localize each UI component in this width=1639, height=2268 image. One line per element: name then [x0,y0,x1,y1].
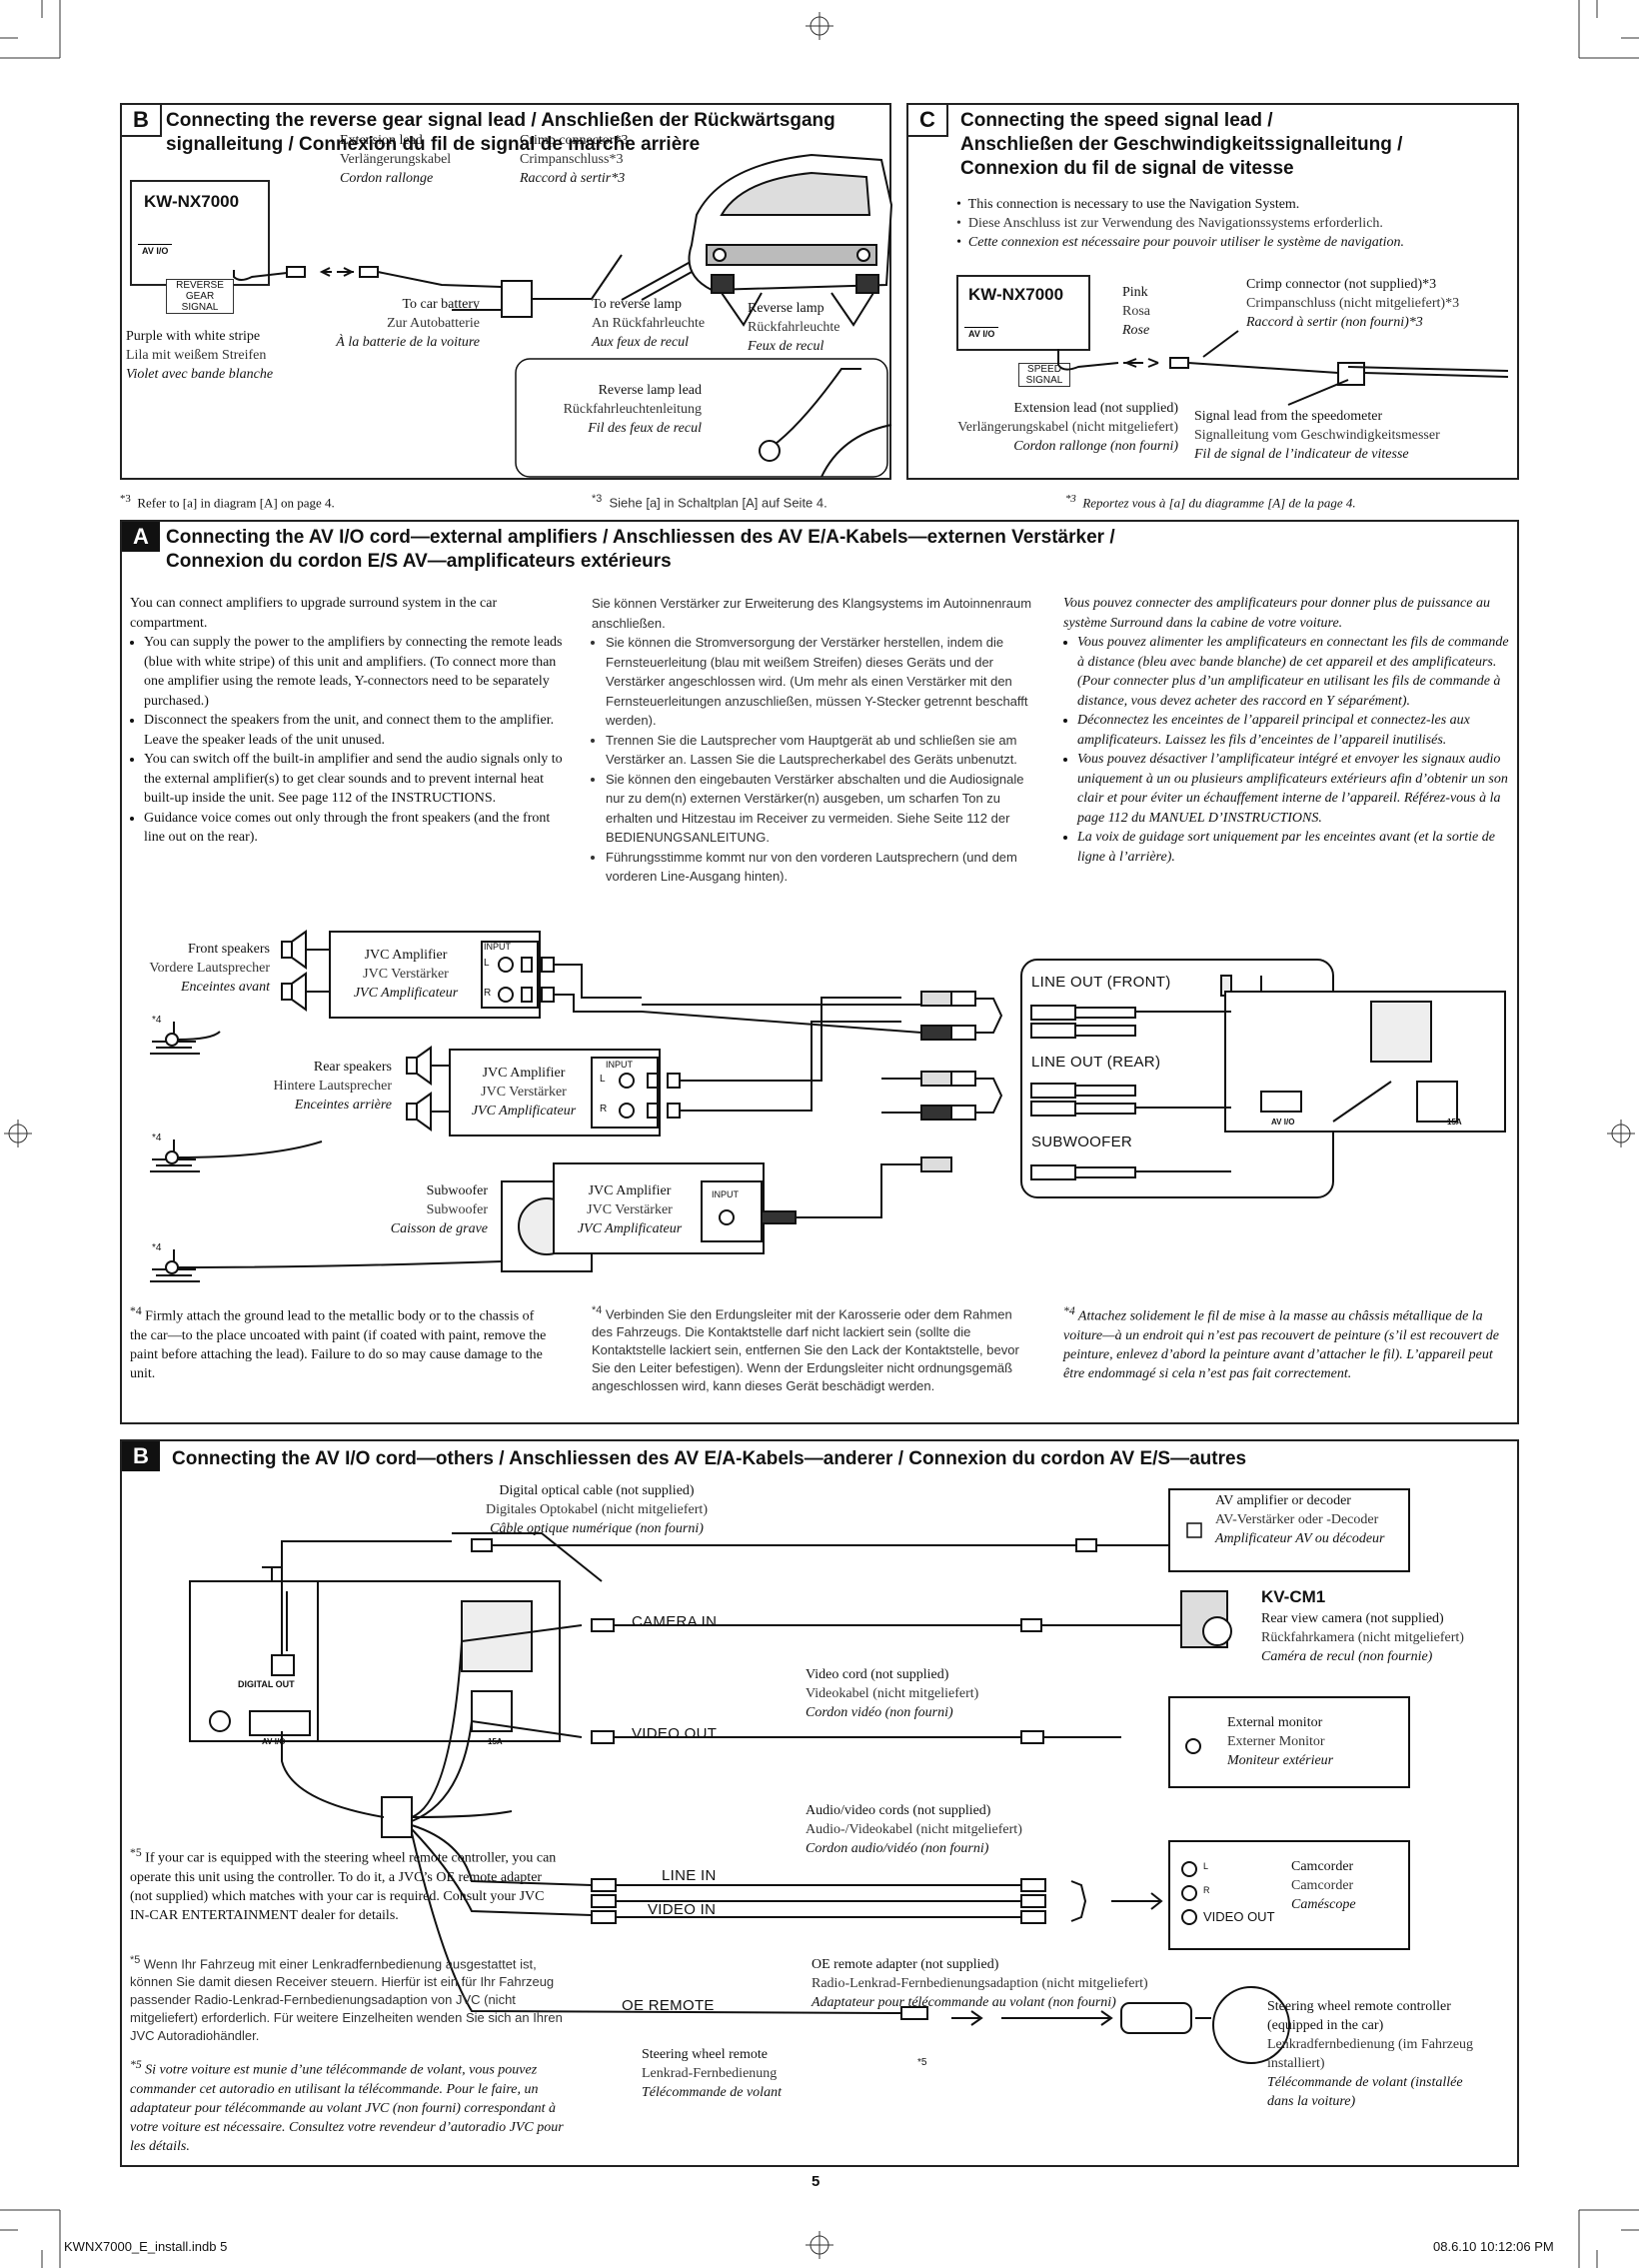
section-letter: B [122,105,162,137]
line-out-rear-label: LINE OUT (REAR) [1031,1054,1161,1071]
section-title: Connecting the AV I/O cord—others / Ansc… [172,1448,1247,1469]
section-letter: C [908,105,948,137]
subwoofer-out-label: SUBWOOFER [1031,1134,1133,1150]
ground-mark-2: *4 [152,1133,162,1143]
line-out-front-label: LINE OUT (FRONT) [1031,974,1171,991]
amp-rear-input: INPUT [606,1060,633,1070]
avio-label: AV I/O [1271,1118,1295,1127]
camcorder-L: L [1203,1861,1209,1871]
extension-lead-label: Extension lead (not supplied)Verlängerun… [957,401,1178,454]
amp-front-R: R [484,988,492,999]
reverse-wiring-diagram [233,153,893,478]
avio-label: AV I/O [262,1737,286,1746]
steering-controller-label: Steering wheel remote controller(equippe… [1267,1999,1474,2109]
amp-text-de: Sie können Verstärker zur Erweiterung de… [592,594,1041,887]
avio-wiring-diagram [189,1488,1410,2064]
fuse-label: 15A [1447,1118,1462,1127]
video-in-label: VIDEO IN [648,1901,717,1918]
kv-cm1-label: KV-CM1 [1261,1587,1326,1606]
amp-text-en: You can connect amplifiers to upgrade su… [130,594,570,848]
footer-file: KWNX7000_E_install.indb 5 [64,2239,228,2254]
note-4-en: *4 Firmly attach the ground lead to the … [130,1304,547,1381]
section-letter: A [122,522,160,552]
section-avio-others: B Connecting the AV I/O cord—others / An… [120,1439,1519,2167]
note-3-fr: *3 Reportez vous à [a] du diagramme [A] … [1065,493,1356,511]
video-cord-label: Video cord (not supplied)Videokabel (nic… [806,1667,979,1720]
digital-out-label: DIGITAL OUT [238,1679,295,1689]
oe-remote-label: OE REMOTE [622,1997,715,2014]
optical-cable-label: Digital optical cable (not supplied)Digi… [486,1483,708,1536]
amp-front-L: L [484,958,490,969]
video-out-label: VIDEO OUT [632,1725,718,1742]
camcorder-R: R [1203,1885,1210,1895]
fuse-label: 15A [488,1737,503,1746]
section-title: Connecting the speed signal lead /Anschl… [960,110,1403,179]
note-5-en: *5 If your car is equipped with the stee… [130,1846,557,1923]
amp-rear-R: R [600,1104,608,1115]
section-title: Connecting the AV I/O cord—external ampl… [166,527,1115,572]
oe-adapter-label: OE remote adapter (not supplied)Radio-Le… [812,1957,1148,2010]
note-5-fr: *5 Si votre voiture est munie d’une télé… [130,2058,564,2154]
section-title: Connecting the reverse gear signal lead … [166,110,835,155]
section-reverse-gear: B Connecting the reverse gear signal lea… [120,103,893,480]
line-in-label: LINE IN [662,1867,717,1884]
camera-label: Rear view camera (not supplied)Rückfahrk… [1261,1611,1464,1664]
ground-mark-1: *4 [152,1015,162,1026]
speed-bullets: • This connection is necessary to use th… [956,197,1405,250]
footer-timestamp: 08.6.10 10:12:06 PM [1433,2239,1554,2254]
amp-rear-L: L [600,1074,606,1085]
amplifier-wiring-diagram [150,930,1506,1282]
head-unit: KW-NX7000 AV I/O [956,275,1090,351]
amp-sub-input: INPUT [712,1189,739,1199]
speed-wiring-diagram [1057,330,1509,406]
camcorder-video-out: VIDEO OUT [1203,1909,1275,1924]
amp-text-fr: Vous pouvez connecter des amplificateurs… [1063,594,1513,867]
note-5-de: *5 Wenn Ihr Fahrzeug mit einer Lenkradfe… [130,1954,563,2044]
note-4-de: *4 Verbinden Sie den Erdungsleiter mit d… [592,1304,1019,1394]
note-4-fr: *4 Attachez solidement le fil de mise à … [1063,1304,1499,1381]
section-external-amplifiers: A Connecting the AV I/O cord—external am… [120,520,1519,1424]
ground-mark-3: *4 [152,1242,162,1253]
av-cords-label: Audio/video cords (not supplied)Audio-/V… [806,1803,1022,1856]
oe-mark: *5 [917,2057,927,2068]
note-3-en: *3 Refer to [a] in diagram [A] on page 4… [120,493,335,511]
section-speed-signal: C Connecting the speed signal lead /Ansc… [906,103,1519,480]
camera-in-label: CAMERA IN [632,1613,718,1630]
note-3-de: *3 Siehe [a] in Schaltplan [A] auf Seite… [592,493,827,511]
page-number: 5 [812,2173,820,2190]
amp-front-input: INPUT [484,942,511,952]
section-letter: B [122,1441,160,1471]
